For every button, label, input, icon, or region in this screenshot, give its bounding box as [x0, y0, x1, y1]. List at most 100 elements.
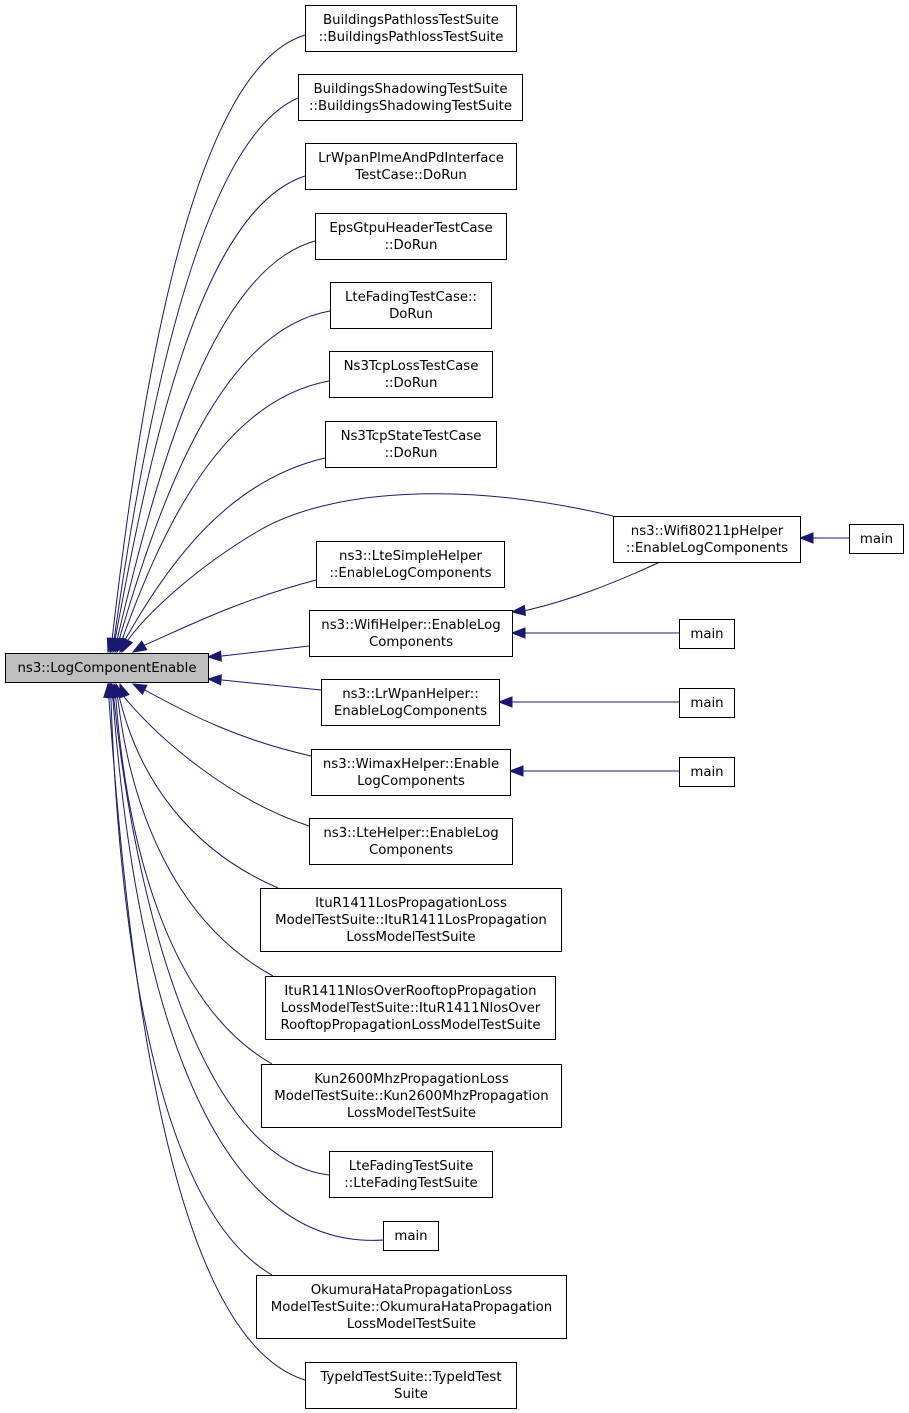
edge-main_wimax-to-wimax_helper — [508, 765, 679, 777]
node-box — [329, 1151, 493, 1198]
node-label-line: BuildingsShadowingTestSuite — [313, 82, 507, 97]
edge-arrowhead — [206, 650, 222, 662]
edge-arrowhead — [131, 683, 148, 696]
edge-kun2600-to-root — [109, 682, 273, 1065]
node-main-direct[interactable]: main — [383, 1221, 439, 1251]
edge-line — [142, 688, 312, 757]
node-box — [309, 818, 513, 865]
node-label-line: LossModelTestSuite — [347, 1106, 476, 1121]
edge-okumura-to-root — [104, 682, 273, 1276]
edge-itu_nlos-to-root — [111, 682, 274, 977]
edge-line — [123, 457, 326, 643]
edge-ns3tcp_state-to-root — [119, 457, 326, 654]
edge-line — [108, 696, 306, 1381]
edge-wifi_helper-to-root — [206, 645, 310, 662]
node-main-wifi80211p[interactable]: main — [849, 524, 904, 554]
node-label-line: DoRun — [389, 307, 433, 322]
node-buildings-shadowing[interactable]: BuildingsShadowingTestSuite::BuildingsSh… — [298, 74, 523, 121]
node-lte-helper[interactable]: ns3::LteHelper::EnableLogComponents — [309, 818, 513, 865]
node-label-line: ::BuildingsPathlossTestSuite — [319, 30, 504, 45]
node-lte-fading-tc[interactable]: LteFadingTestCase::DoRun — [330, 282, 492, 329]
edge-line — [118, 696, 279, 889]
node-main-lrwpan[interactable]: main — [679, 688, 735, 718]
node-label-line: BuildingsPathlossTestSuite — [323, 13, 499, 28]
node-box — [305, 1362, 517, 1409]
node-label-line: LossModelTestSuite — [346, 930, 475, 945]
edge-wifi80211p-to-root — [121, 493, 614, 654]
node-label-line: main — [394, 1229, 427, 1244]
node-box — [265, 976, 556, 1040]
node-label-line: TestCase::DoRun — [354, 168, 467, 183]
edge-line — [111, 696, 384, 1241]
node-label-line: LossModelTestSuite — [347, 1317, 476, 1332]
node-label-line: ::DoRun — [385, 238, 438, 253]
edge-main_lrwpan-to-lrwpan_helper — [497, 696, 679, 708]
node-box — [305, 5, 517, 52]
edge-arrowhead — [103, 682, 115, 698]
node-eps-gtpu[interactable]: EpsGtpuHeaderTestCase::DoRun — [315, 213, 507, 260]
node-box — [305, 143, 517, 190]
node-wifi-helper[interactable]: ns3::WifiHelper::EnableLogComponents — [309, 610, 513, 657]
node-box — [298, 74, 523, 121]
node-box — [321, 679, 500, 726]
node-wimax-helper[interactable]: ns3::WimaxHelper::EnableLogComponents — [311, 749, 511, 796]
node-box — [329, 351, 493, 398]
node-itu-los[interactable]: ItuR1411LosPropagationLossModelTestSuite… — [260, 888, 562, 952]
node-wifi80211p[interactable]: ns3::Wifi80211pHelper::EnableLogComponen… — [613, 516, 801, 563]
edges-layer — [103, 34, 849, 1381]
node-label-line: LteFadingTestSuite — [349, 1159, 474, 1174]
node-label-line: LrWpanPlmeAndPdInterface — [318, 151, 504, 166]
edge-line — [116, 696, 274, 977]
edge-buildings_shadowing-to-root — [108, 97, 299, 654]
node-label-line: ::BuildingsShadowingTestSuite — [309, 99, 512, 114]
node-label-line: ns3::LrWpanHelper:: — [342, 687, 479, 702]
node-lte-fading-ts[interactable]: LteFadingTestSuite::LteFadingTestSuite — [329, 1151, 493, 1198]
node-box — [679, 688, 735, 718]
node-kun2600[interactable]: Kun2600MhzPropagationLossModelTestSuite:… — [261, 1064, 562, 1128]
node-box — [613, 516, 801, 563]
node-label-line: LteFadingTestCase:: — [345, 290, 477, 305]
node-label-line: EpsGtpuHeaderTestCase — [329, 221, 492, 236]
node-label-line: main — [690, 765, 723, 780]
edge-wimax_helper-to-root — [131, 683, 312, 757]
node-box — [330, 282, 492, 329]
edge-line — [112, 97, 299, 643]
node-main-wifi[interactable]: main — [679, 619, 735, 649]
node-label-line: ::DoRun — [385, 376, 438, 391]
node-ns3tcp-loss[interactable]: Ns3TcpLossTestCase::DoRun — [329, 351, 493, 398]
node-lrwpan-helper[interactable]: ns3::LrWpanHelper::EnableLogComponents — [321, 679, 500, 726]
node-label-line: LossModelTestSuite::ItuR1411NlosOver — [281, 1001, 541, 1016]
edge-line — [142, 579, 317, 647]
node-ns3tcp-state[interactable]: Ns3TcpStateTestCase::DoRun — [325, 421, 497, 468]
node-label-line: ::LteFadingTestSuite — [344, 1176, 477, 1191]
edge-main_wifi-to-wifi_helper — [510, 627, 679, 639]
edge-line — [219, 679, 322, 691]
node-okumura[interactable]: OkumuraHataPropagationLossModelTestSuite… — [256, 1275, 567, 1339]
node-typeid[interactable]: TypeIdTestSuite::TypeIdTestSuite — [305, 1362, 517, 1409]
node-label-line: ::EnableLogComponents — [626, 541, 788, 556]
node-label-line: ns3::LteSimpleHelper — [339, 549, 482, 564]
node-itu-nlos[interactable]: ItuR1411NlosOverRooftopPropagationLossMo… — [265, 976, 556, 1040]
node-main-wimax[interactable]: main — [679, 757, 735, 787]
edge-arrowhead — [798, 532, 814, 544]
node-box — [325, 421, 497, 468]
node-lte-simple[interactable]: ns3::LteSimpleHelper::EnableLogComponent… — [316, 541, 505, 588]
nodes-layer: ns3::LogComponentEnable BuildingsPathloss… — [5, 5, 904, 1409]
node-box — [256, 1275, 567, 1339]
node-box — [316, 541, 505, 588]
edge-wifi80211p-to-wifi_helper — [510, 561, 661, 617]
edge-main_wifi80211p-to-wifi80211p — [798, 532, 849, 544]
node-label-line: ItuR1411NlosOverRooftopPropagation — [284, 984, 536, 999]
node-label-line: ModelTestSuite::ItuR1411LosPropagation — [275, 913, 547, 928]
edge-line — [219, 645, 310, 657]
node-box — [261, 1064, 562, 1128]
node-root[interactable]: ns3::LogComponentEnable — [5, 653, 209, 683]
edge-lte_simple-to-root — [131, 579, 317, 653]
node-label-line: main — [690, 696, 723, 711]
node-label-line: EnableLogComponents — [334, 704, 487, 719]
node-label-line: ns3::WifiHelper::EnableLog — [321, 618, 500, 633]
node-buildings-pathloss[interactable]: BuildingsPathlossTestSuite::BuildingsPat… — [305, 5, 517, 52]
node-label-line: ns3::LteHelper::EnableLog — [323, 826, 498, 841]
node-label-line: LogComponents — [357, 774, 465, 789]
